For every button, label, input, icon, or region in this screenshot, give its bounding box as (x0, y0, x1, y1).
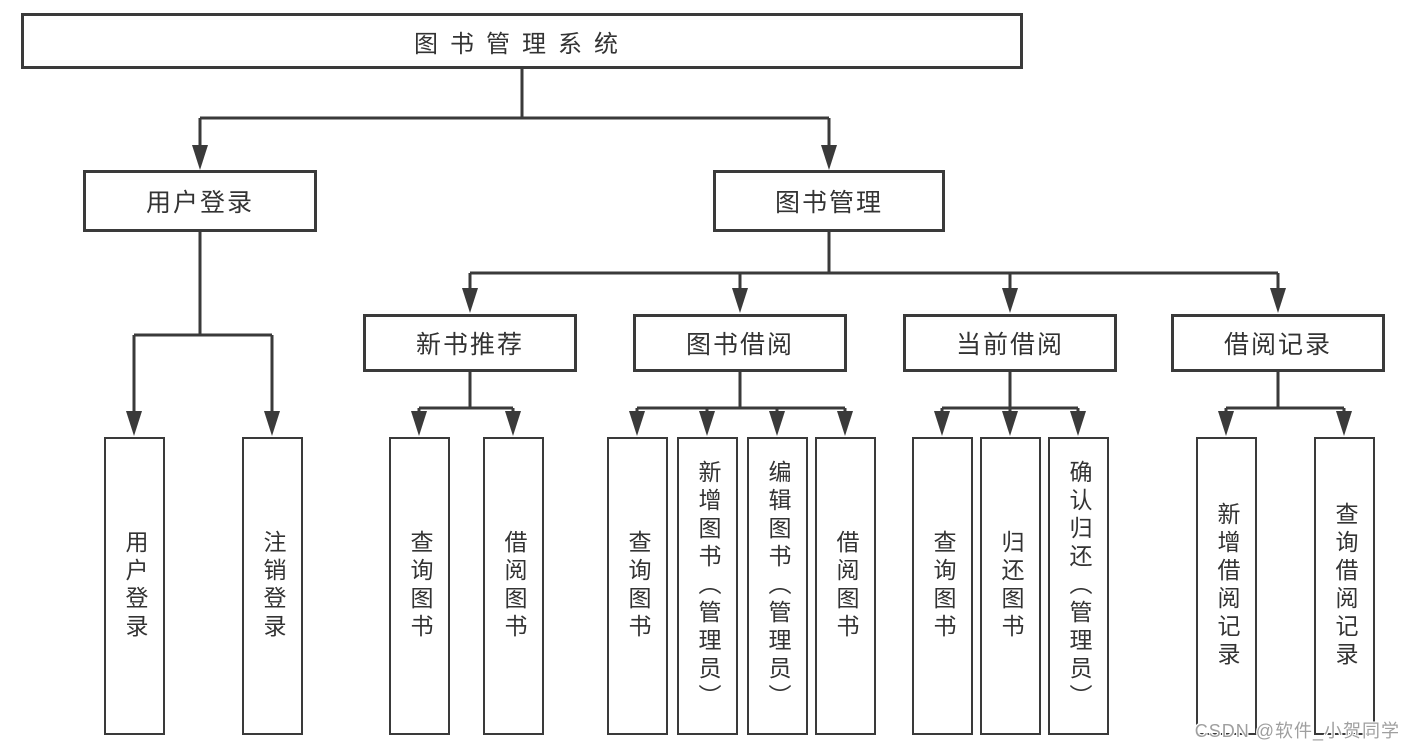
node-borrow-records-label: 借阅记录 (1223, 331, 1332, 359)
leaf-recommend-query-books: 查询图书 (389, 437, 450, 735)
node-book-management-label: 图书管理 (774, 189, 883, 217)
leaf-current-query-books: 查询图书 (912, 437, 973, 735)
node-current-borrow-label: 当前借阅 (955, 331, 1064, 359)
leaf-records-query-record: 查询借阅记录 (1314, 437, 1375, 735)
connector-records (1218, 372, 1352, 436)
connector-borrow (629, 372, 853, 436)
leaf-records-query-record-label: 查询借阅记录 (1332, 502, 1358, 670)
leaf-user-login-label: 用户登录 (122, 530, 148, 642)
leaf-borrow-query-books: 查询图书 (607, 437, 668, 735)
watermark: CSDN @软件_小贺同学 (1194, 721, 1400, 741)
leaf-current-query-books-label: 查询图书 (930, 530, 956, 642)
node-book-borrow: 图书借阅 (633, 314, 847, 372)
node-user-login: 用户登录 (83, 170, 317, 232)
leaf-records-add-record: 新增借阅记录 (1196, 437, 1257, 735)
node-root: 图书管理系统 (21, 13, 1023, 69)
leaf-borrow-borrow-books: 借阅图书 (815, 437, 876, 735)
leaf-logout: 注销登录 (242, 437, 303, 735)
connector-user-login (126, 232, 280, 436)
node-root-label: 图书管理系统 (414, 30, 630, 58)
leaf-borrow-edit-books-admin-label: 编辑图书（管理员） (765, 460, 791, 712)
leaf-recommend-borrow-books: 借阅图书 (483, 437, 544, 735)
leaf-borrow-borrow-books-label: 借阅图书 (833, 530, 859, 642)
node-book-borrow-label: 图书借阅 (685, 331, 794, 359)
leaf-current-return-books-label: 归还图书 (998, 530, 1024, 642)
leaf-current-confirm-return-admin: 确认归还（管理员） (1048, 437, 1109, 735)
leaf-current-confirm-return-admin-label: 确认归还（管理员） (1066, 460, 1092, 712)
node-book-management: 图书管理 (713, 170, 945, 232)
leaf-logout-label: 注销登录 (260, 530, 286, 642)
node-user-login-label: 用户登录 (145, 189, 254, 217)
leaf-borrow-edit-books-admin: 编辑图书（管理员） (747, 437, 808, 735)
leaf-borrow-add-books-admin: 新增图书（管理员） (677, 437, 738, 735)
leaf-user-login: 用户登录 (104, 437, 165, 735)
connector-book-management (462, 232, 1286, 313)
leaf-current-return-books: 归还图书 (980, 437, 1041, 735)
leaf-records-add-record-label: 新增借阅记录 (1214, 502, 1240, 670)
node-new-book-recommend: 新书推荐 (363, 314, 577, 372)
connector-root (192, 69, 837, 170)
leaf-recommend-query-books-label: 查询图书 (407, 530, 433, 642)
node-borrow-records: 借阅记录 (1171, 314, 1385, 372)
leaf-borrow-query-books-label: 查询图书 (625, 530, 651, 642)
leaf-borrow-add-books-admin-label: 新增图书（管理员） (695, 460, 721, 712)
node-current-borrow: 当前借阅 (903, 314, 1117, 372)
leaf-recommend-borrow-books-label: 借阅图书 (501, 530, 527, 642)
node-new-book-recommend-label: 新书推荐 (415, 331, 524, 359)
connector-recommend (411, 372, 521, 436)
connector-current (934, 372, 1086, 436)
